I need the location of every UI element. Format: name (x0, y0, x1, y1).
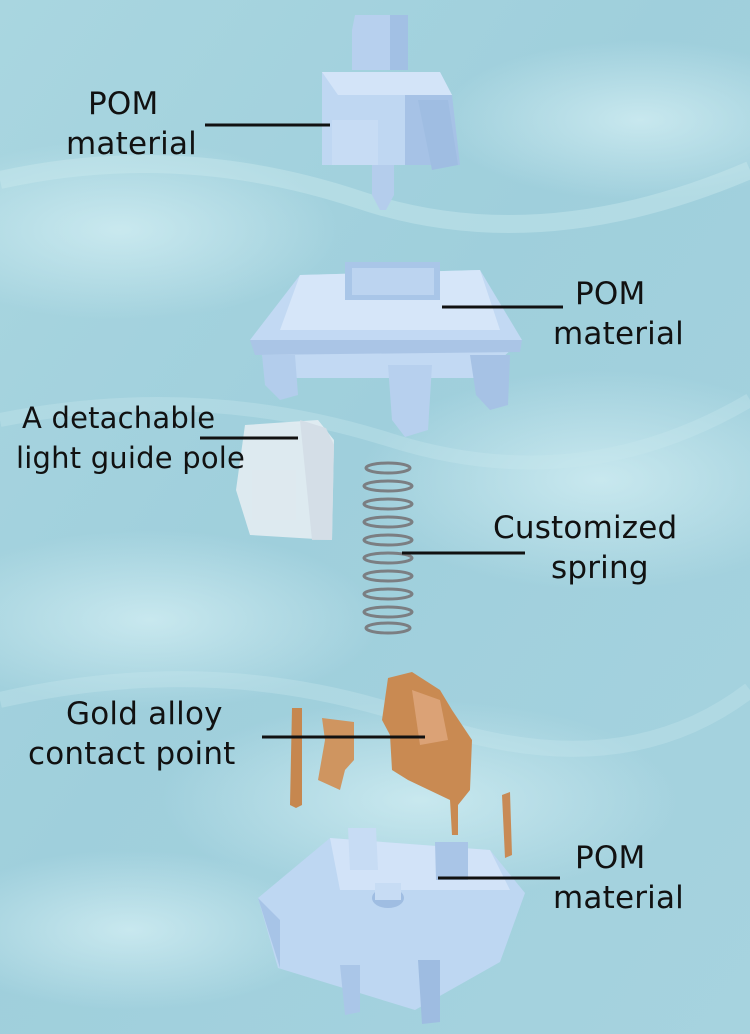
gold-alloy-contacts (290, 672, 512, 858)
contact-label: Gold alloy contact point (28, 694, 236, 774)
bottom-housing-label-line1: POM (575, 840, 646, 876)
light-guide-label-line2: light guide pole (16, 441, 246, 475)
stem-label-line2: material (66, 126, 197, 162)
contact-label-line1: Gold alloy (66, 696, 223, 732)
bottom-housing-label-line2: material (553, 880, 684, 916)
stem-label-line1: POM (88, 86, 159, 122)
switch-stem (322, 15, 460, 210)
top-housing-label: POM material (553, 274, 684, 354)
spring-label-line2: spring (551, 550, 649, 586)
bottom-housing-label: POM material (553, 838, 684, 918)
customized-spring (362, 461, 414, 635)
top-housing-label-line2: material (553, 316, 684, 352)
stem-label: POM material (66, 84, 197, 164)
light-guide-label: A detachable light guide pole (16, 398, 245, 478)
switch-bottom-housing (258, 828, 525, 1024)
light-guide-pole (236, 420, 334, 540)
spring-label: Customized spring (493, 508, 677, 588)
spring-label-line1: Customized (493, 510, 678, 546)
switch-top-housing (250, 262, 522, 437)
contact-label-line2: contact point (28, 736, 236, 772)
light-guide-label-line1: A detachable (22, 401, 216, 435)
top-housing-label-line1: POM (575, 276, 646, 312)
